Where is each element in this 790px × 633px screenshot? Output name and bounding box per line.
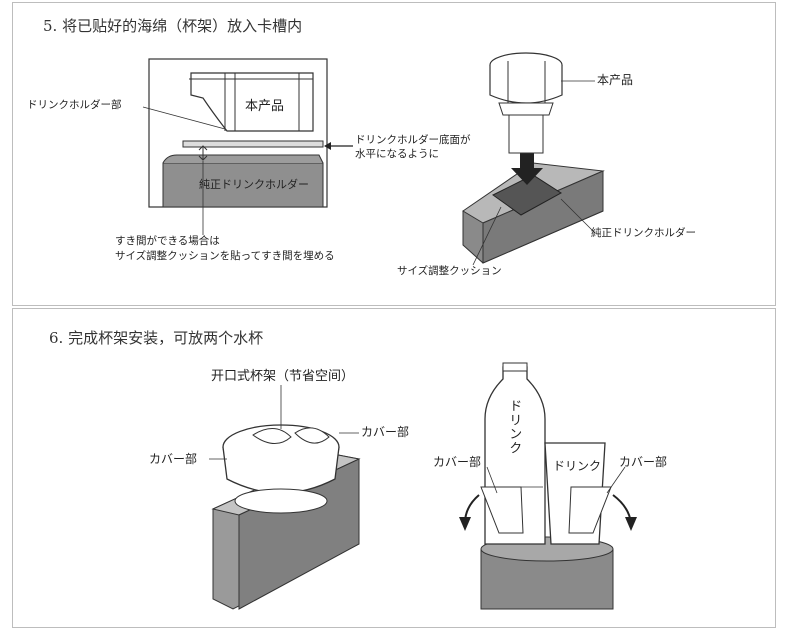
cushion-label: サイズ調整クッション	[397, 265, 502, 277]
bottle-label: ドリンク	[506, 399, 522, 455]
cover-label-cup-side: カバー部	[619, 455, 668, 469]
genuine-holder-label: 純正ドリンクホルダー	[199, 178, 309, 191]
gap-note-line-2: サイズ調整クッションを貼ってすき間を埋める	[115, 250, 335, 262]
cover-label-right: カバー部	[361, 425, 410, 439]
step6-left-illustration	[209, 385, 361, 610]
step6-heading: 6. 完成杯架安装，可放两个水杯	[49, 329, 264, 347]
bottom-level-label-2: 水平になるように	[355, 148, 439, 160]
product-label: 本产品	[245, 99, 285, 114]
cover-label-left: カバー部	[149, 452, 198, 466]
cup-label: ドリンク	[553, 459, 602, 473]
gap-note-line-1: すき間ができる場合は	[115, 235, 220, 247]
open-type-label: 开口式杯架（节省空间）	[211, 369, 355, 384]
bottom-level-label-1: ドリンクホルダー底面が	[355, 134, 471, 146]
step5-panel: 5. 将已贴好的海绵（杯架）放入卡槽内 本产品 ドリンクホルダー部 ドリンクホル…	[12, 2, 776, 306]
step6-panel: 6. 完成杯架安装，可放两个水杯 开口式杯架（节省空间） カバー部 カバー部	[12, 308, 776, 628]
step5-right-illustration	[462, 52, 605, 266]
drink-holder-part-label: ドリンクホルダー部	[27, 99, 122, 111]
step5-heading: 5. 将已贴好的海绵（杯架）放入卡槽内	[43, 17, 303, 35]
product-label-right: 本产品	[597, 73, 634, 87]
step5-left-illustration	[142, 58, 353, 235]
cover-label-bottle-side: カバー部	[433, 455, 482, 469]
step6-right-illustration	[459, 362, 637, 610]
genuine-holder-label-right: 純正ドリンクホルダー	[591, 227, 696, 239]
